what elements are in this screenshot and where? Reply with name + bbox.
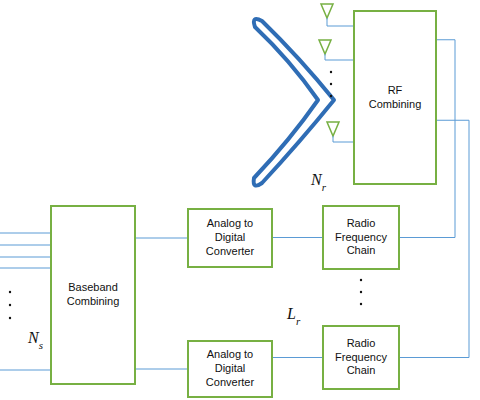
box-label: Baseband Combining — [57, 281, 129, 309]
text-group: Radio Frequency Chain — [329, 217, 393, 258]
stream-count-symbol: N — [28, 330, 39, 346]
signal-line — [273, 357, 322, 358]
adc-box: Analog to Digital Converter — [187, 208, 273, 268]
rf-chain-box: Radio Frequency Chain — [322, 205, 400, 270]
adc-box: Analog to Digital Converter — [187, 340, 273, 398]
signal-line — [136, 369, 187, 370]
subscript: s — [39, 340, 43, 351]
antenna-feed — [325, 18, 353, 142]
box-label: Radio Frequency Chain — [329, 217, 393, 258]
chain-count-symbol: L — [287, 306, 296, 322]
text-group: RF Combining — [360, 84, 430, 112]
box-label: Analog to Digital Converter — [194, 348, 266, 389]
signal-line — [136, 238, 187, 239]
box-label: Radio Frequency Chain — [329, 337, 393, 378]
text-group: Analog to Digital Converter — [194, 348, 266, 389]
rf-chain-box: Radio Frequency Chain — [322, 325, 400, 390]
subscript: r — [296, 316, 300, 327]
rf-combining-box: RF Combining — [353, 10, 437, 185]
antenna-array — [319, 4, 339, 136]
box-label: Analog to Digital Converter — [194, 217, 266, 258]
stream-lines — [0, 233, 50, 370]
text-group: Radio Frequency Chain — [329, 337, 393, 378]
text-group: Analog to Digital Converter — [194, 217, 266, 258]
box-label: RF Combining — [360, 84, 430, 112]
subscript: r — [322, 182, 326, 193]
text-group: Baseband Combining — [57, 281, 129, 309]
array-size-symbol: N — [311, 172, 322, 188]
baseband-box: Baseband Combining — [50, 205, 136, 385]
signal-line — [273, 237, 322, 238]
reflector-dish — [254, 19, 334, 186]
